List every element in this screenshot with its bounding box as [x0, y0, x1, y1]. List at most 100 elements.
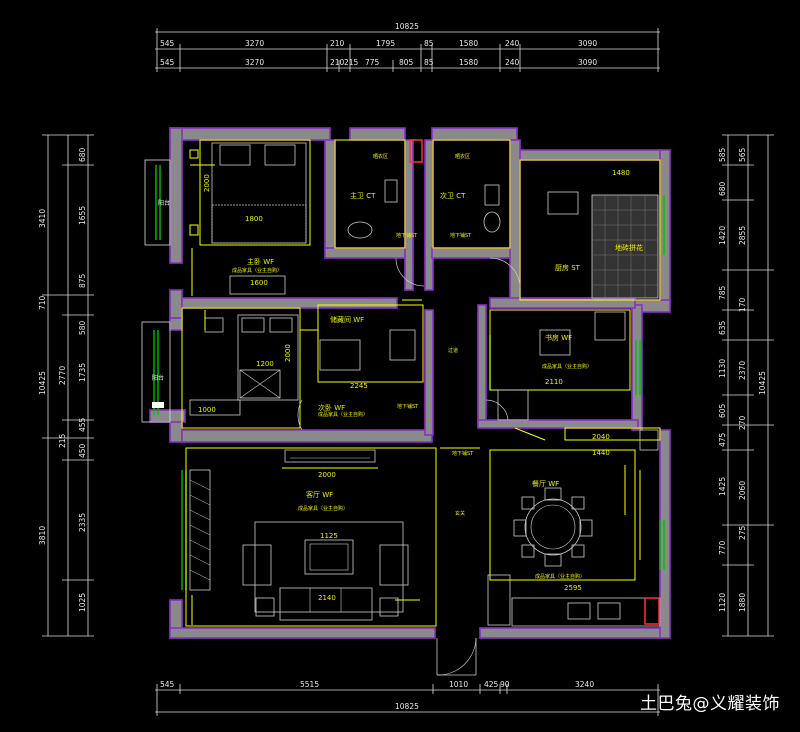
dim-text: 1120	[718, 593, 727, 612]
dim-text: 3270	[245, 39, 264, 48]
corridor: 过道 地下铺ST	[448, 347, 474, 457]
kitchen-w-label: 2040	[592, 433, 610, 441]
dim-text: 1795	[376, 39, 395, 48]
dim-text: 565	[738, 147, 747, 162]
dim-text: 270	[738, 415, 747, 430]
kitchen-floor-label: 地砖拼花	[615, 243, 643, 252]
hall-width-label: 2245	[350, 382, 368, 390]
second-bedroom: 1200 2000 1000	[181, 307, 301, 429]
dim-top-row1: 545 3270 210 1795 85 1580 240 3090	[160, 39, 597, 48]
dim-text: 450	[78, 443, 87, 458]
study: 书房 WF 成品家具（业主自购） 2110	[489, 309, 631, 421]
kitchen: 地砖拼花 厨房 ST 1480	[519, 159, 661, 301]
windows	[141, 159, 665, 590]
dining-width-label: 2595	[564, 584, 582, 592]
room-label-master-bath: 主卫 CT	[350, 191, 376, 200]
dim-text: 1420	[718, 226, 727, 245]
dim-text: 775	[365, 58, 380, 67]
dim-text: 545	[160, 58, 175, 67]
drying-label: 晒衣区	[455, 153, 470, 160]
dim-top-row2: 545 3270 210 215 775 805 85 1580 240 309…	[160, 58, 597, 67]
wardrobe-label: 1600	[250, 279, 268, 287]
dim-text: 215	[58, 433, 67, 448]
dim-text: 1130	[718, 359, 727, 378]
dim-text: 785	[718, 285, 727, 300]
dim-text: 2370	[738, 361, 747, 380]
kitchen-counter: 2040 1440	[564, 427, 661, 457]
dim-text: 240	[505, 39, 520, 48]
furniture-note: 成品家具（业主自购）	[232, 267, 282, 274]
dim-text: 585	[718, 147, 727, 162]
bottom-dimensions: 545 5515 1010 425 90 3240 10825	[155, 680, 660, 716]
dim-text: 85	[424, 39, 434, 48]
room-label-study: 书房 WF	[545, 333, 572, 342]
living-room: 2000 客厅 WF 成品家具（业主自购） 1125 2140	[185, 447, 437, 627]
balcony2-label: 阳台	[152, 374, 164, 382]
dim-text: 1580	[459, 39, 478, 48]
kitchen-w2-label: 1440	[592, 449, 610, 457]
dim-text: 210	[330, 39, 345, 48]
top-dimensions: 10825 545 3270 210 1795 85 1580 240 3090…	[155, 22, 660, 72]
bed-length-label: 2000	[203, 174, 211, 192]
dim-text: 2060	[738, 481, 747, 500]
dim-text: 680	[78, 147, 87, 162]
master-bath: 主卫 CT 晒衣区 地下铺ST	[334, 139, 423, 249]
balconies: 阳台 阳台	[152, 199, 521, 431]
balcony-label: 阳台	[158, 199, 170, 207]
yellow-marks	[190, 164, 641, 625]
dim-text: 1425	[718, 477, 727, 496]
dim-text: 680	[718, 181, 727, 196]
room-label-kitchen: 厨房 ST	[555, 263, 581, 272]
drying-label: 晒衣区	[373, 153, 388, 160]
dim-text: 3270	[245, 58, 264, 67]
dim-text: 215	[344, 58, 359, 67]
dining-room: 餐厅 WF 成品家具（业主自购） 2595	[487, 449, 661, 627]
dim-text: 545	[160, 680, 175, 689]
furniture-note: 成品家具（业主自购）	[535, 573, 585, 580]
desk-label: 1000	[198, 406, 216, 414]
dim-bottom-total: 10825	[395, 702, 419, 711]
master-bedroom: 1800 2000 主卧 WF 成品家具（业主自购） 1600	[189, 139, 311, 295]
dim-text: 85	[424, 58, 434, 67]
dim-text: 710	[38, 295, 47, 310]
right-dimensions: 585 680 1420 785 635 1130 605 475 1425 7…	[718, 134, 774, 637]
corridor-label: 过道	[448, 347, 458, 354]
room-label-bedroom2: 次卧 WF	[318, 403, 345, 412]
dim-text: 1880	[738, 593, 747, 612]
dim-text: 805	[399, 58, 414, 67]
tv-bench-label: 2000	[318, 471, 336, 479]
bed-width-label: 1800	[245, 215, 263, 223]
dim-text: 90	[500, 680, 510, 689]
dim-top-total: 10825	[395, 22, 419, 31]
floor-note: 地下铺ST	[396, 232, 418, 239]
dim-text: 240	[505, 58, 520, 67]
dim-text: 3240	[575, 680, 594, 689]
furniture-note: 成品家具（业主自购）	[298, 505, 348, 512]
dim-text: 1580	[459, 58, 478, 67]
study-width-label: 2110	[545, 378, 563, 386]
dim-text: 455	[78, 417, 87, 432]
dim-text: 425	[484, 680, 499, 689]
dim-text: 10425	[38, 371, 47, 395]
dim-text: 1025	[78, 593, 87, 612]
dim-text: 2770	[58, 366, 67, 385]
dim-text: 875	[78, 273, 87, 288]
room-label-living: 客厅 WF	[306, 490, 333, 499]
dim-text: 5515	[300, 680, 319, 689]
furniture-note: 成品家具（业主自购）	[318, 411, 368, 418]
dim-text: 605	[718, 403, 727, 418]
guest-bath: 次卫 CT 晒衣区 地下铺ST	[432, 139, 511, 249]
dim-text: 580	[78, 320, 87, 335]
left-dimensions: 3410 710 2770 10425 215 3810 680 1655 87…	[38, 134, 94, 637]
entry-label: 玄关	[455, 510, 465, 517]
sofa-width-label: 2140	[318, 594, 336, 602]
floor-note: 地下铺ST	[452, 450, 474, 457]
furniture-note: 成品家具（业主自购）	[542, 363, 592, 370]
room-label-master: 主卧 WF	[247, 257, 274, 266]
floor-note: 地下铺ST	[397, 403, 419, 410]
dim-text: 1655	[78, 206, 87, 225]
dim-text: 275	[738, 525, 747, 540]
dim-text: 10425	[758, 371, 767, 395]
dim-text: 1735	[78, 363, 87, 382]
